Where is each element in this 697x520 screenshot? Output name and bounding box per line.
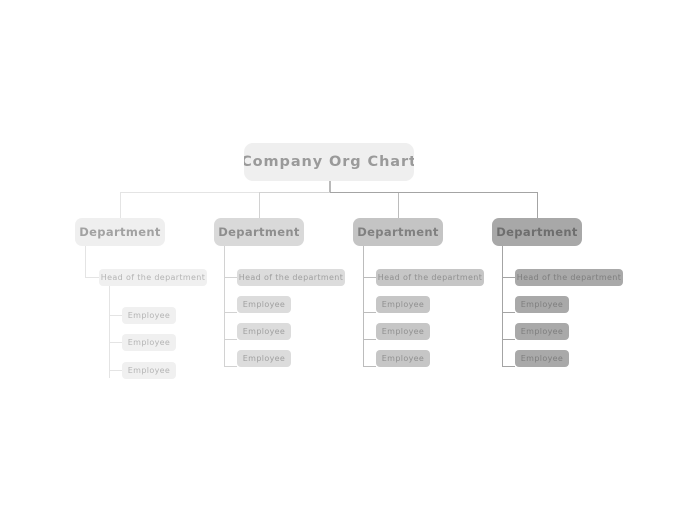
employee-node-1-3[interactable]: Employee [122,362,176,379]
connector-bus-segment-4 [330,192,538,193]
connector-head-elbow-1 [85,277,99,278]
connector-head-elbow-3 [363,277,376,278]
department-node-3[interactable]: Department [353,218,443,246]
employee-label-2-1: Employee [242,300,286,309]
department-label-4: Department [496,225,578,239]
employee-label-3-2: Employee [381,327,425,336]
department-node-4[interactable]: Department [492,218,582,246]
connector-employee-spine-1 [109,286,110,378]
department-label-3: Department [357,225,439,239]
head-node-4[interactable]: Head of the department [515,269,623,286]
connector-root-stem [329,181,331,192]
connector-dept-spine-2 [224,246,225,367]
employee-label-2-2: Employee [242,327,286,336]
connector-dept-spine-3 [363,246,364,367]
root-node-company[interactable]: Company Org Chart [244,143,414,181]
department-node-1[interactable]: Department [75,218,165,246]
employee-node-3-2[interactable]: Employee [376,323,430,340]
head-node-2[interactable]: Head of the department [237,269,345,286]
department-node-2[interactable]: Department [214,218,304,246]
employee-label-1-2: Employee [127,338,171,347]
connector-head-elbow-4 [502,277,515,278]
connector-employee-elbow-2-1 [224,312,237,313]
connector-employee-elbow-2-3 [224,366,237,367]
connector-head-elbow-2 [224,277,237,278]
department-label-1: Department [79,225,161,239]
connector-employee-elbow-1-3 [109,370,122,371]
connector-employee-elbow-4-2 [502,339,515,340]
employee-node-4-2[interactable]: Employee [515,323,569,340]
employee-node-2-1[interactable]: Employee [237,296,291,313]
connector-employee-elbow-3-1 [363,312,376,313]
connector-employee-elbow-3-2 [363,339,376,340]
head-label-4: Head of the department [516,273,622,282]
connector-employee-elbow-2-2 [224,339,237,340]
employee-label-4-1: Employee [520,300,564,309]
connector-employee-elbow-1-2 [109,342,122,343]
employee-node-3-3[interactable]: Employee [376,350,430,367]
employee-node-1-2[interactable]: Employee [122,334,176,351]
employee-node-4-3[interactable]: Employee [515,350,569,367]
employee-node-2-3[interactable]: Employee [237,350,291,367]
head-label-2: Head of the department [238,273,344,282]
connector-employee-elbow-3-3 [363,366,376,367]
employee-label-1-3: Employee [127,366,171,375]
employee-label-1-1: Employee [127,311,171,320]
connector-riser-3 [398,192,399,218]
connector-employee-elbow-4-1 [502,312,515,313]
employee-label-3-1: Employee [381,300,425,309]
head-node-3[interactable]: Head of the department [376,269,484,286]
employee-label-2-3: Employee [242,354,286,363]
root-node-label: Company Org Chart [244,154,414,170]
employee-label-3-3: Employee [381,354,425,363]
department-label-2: Department [218,225,300,239]
connector-employee-elbow-4-3 [502,366,515,367]
connector-employee-elbow-1-1 [109,315,122,316]
connector-riser-4 [537,192,538,218]
employee-node-1-1[interactable]: Employee [122,307,176,324]
connector-riser-1 [120,192,121,218]
connector-bus-segment-1 [120,192,330,193]
head-node-1[interactable]: Head of the department [99,269,207,286]
employee-node-4-1[interactable]: Employee [515,296,569,313]
employee-node-2-2[interactable]: Employee [237,323,291,340]
employee-node-3-1[interactable]: Employee [376,296,430,313]
employee-label-4-2: Employee [520,327,564,336]
connector-dept-spine-1 [85,246,86,278]
connector-bus-segment-2 [259,192,330,193]
connector-riser-2 [259,192,260,218]
connector-dept-spine-4 [502,246,503,367]
head-label-3: Head of the department [377,273,483,282]
employee-label-4-3: Employee [520,354,564,363]
head-label-1: Head of the department [100,273,206,282]
